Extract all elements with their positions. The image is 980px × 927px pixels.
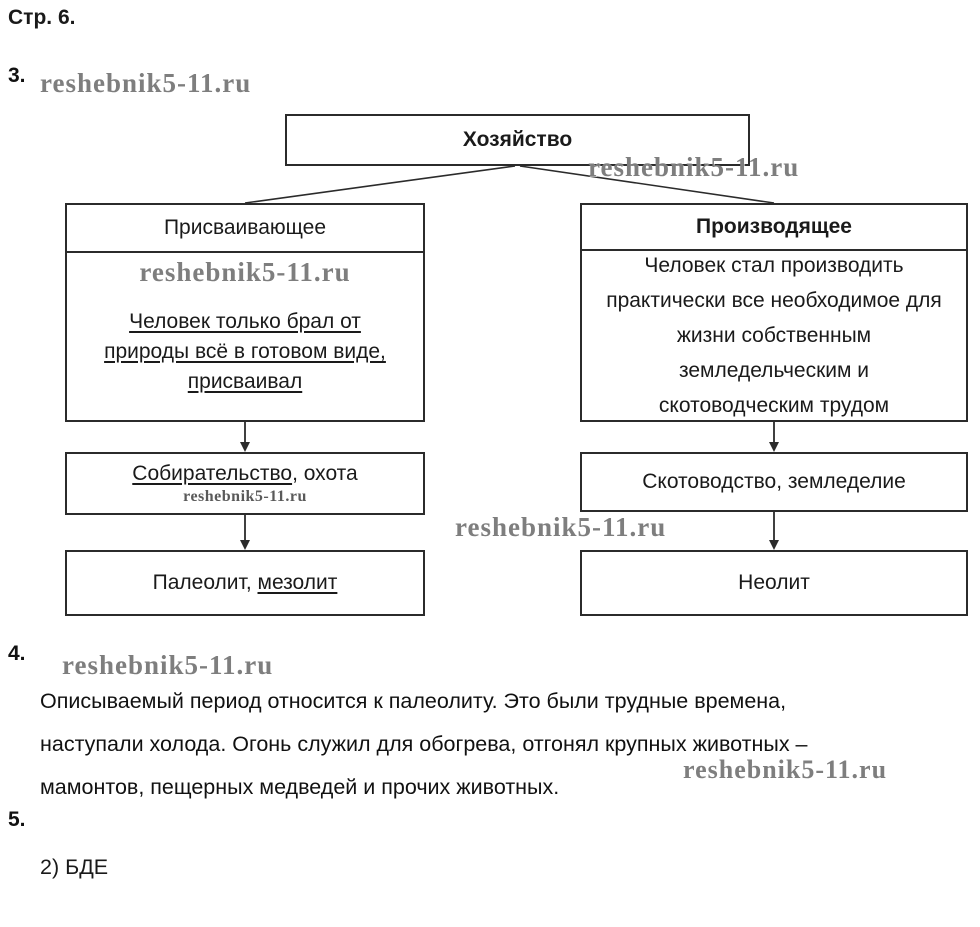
question-4-number: 4. (8, 642, 26, 665)
left-activities-rest: , охота (292, 461, 358, 485)
right-periods-label: Неолит (738, 571, 810, 594)
question-5-answer: 2) БДЕ (40, 855, 109, 879)
question-3-number: 3. (8, 64, 26, 87)
left-branch-title-box: Присваивающее (65, 203, 425, 253)
answer-line: наступали холода. Огонь служил для обогр… (40, 732, 808, 756)
left-activities-label: Собирательство, охота (132, 462, 357, 486)
left-periods-label: Палеолит, мезолит (153, 571, 338, 595)
watermark: reshebnik5-11.ru (62, 650, 274, 680)
right-branch-description-box: Человек стал производить практически все… (580, 249, 968, 422)
watermark: reshebnik5-11.ru (588, 152, 800, 182)
watermark: reshebnik5-11.ru (40, 68, 252, 98)
right-activities-label: Скотоводство, земледелие (642, 470, 906, 493)
left-activities-box: Собирательство, охота reshebnik5-11.ru (65, 452, 425, 515)
page-header: Стр. 6. (8, 6, 76, 29)
left-branch-description-box: reshebnik5-11.ru Человек только брал от … (65, 251, 425, 422)
left-branch-title: Присваивающее (163, 216, 327, 239)
right-activities-box: Скотоводство, земледелие (580, 452, 968, 512)
answer-line: Описываемый период относится к палеолиту… (40, 689, 787, 713)
watermark: reshebnik5-11.ru (183, 487, 307, 505)
left-periods-box: Палеолит, мезолит (65, 550, 425, 616)
question-4-answer: Описываемый период относится к палеолиту… (40, 680, 950, 809)
left-periods-underlined: мезолит (257, 571, 338, 594)
watermark: reshebnik5-11.ru (139, 257, 351, 287)
watermark: reshebnik5-11.ru (683, 755, 888, 784)
diagram-root-label: Хозяйство (462, 128, 573, 151)
answer-line: мамонтов, пещерных медведей и прочих жив… (40, 775, 560, 799)
left-activities-underlined: Собирательство (132, 461, 293, 485)
right-branch-title: Производящее (696, 215, 852, 238)
diagram-root-box: Хозяйство (285, 114, 750, 166)
left-periods-normal: Палеолит, (152, 571, 258, 594)
right-branch-description: Человек стал производить практически все… (606, 254, 942, 417)
watermark: reshebnik5-11.ru (455, 512, 667, 542)
right-periods-box: Неолит (580, 550, 968, 616)
left-branch-description: Человек только брал от природы всё в гот… (104, 309, 386, 393)
question-5-number: 5. (8, 808, 26, 831)
right-branch-title-box: Производящее (580, 203, 968, 251)
